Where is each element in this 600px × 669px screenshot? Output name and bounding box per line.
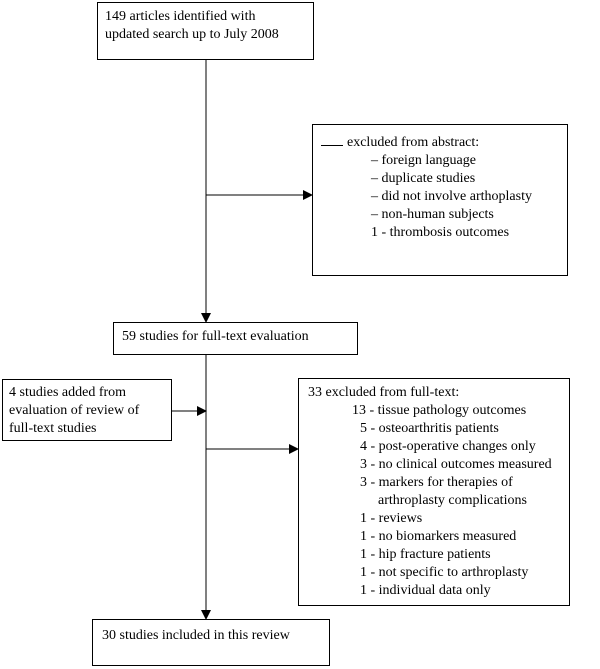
excluded-fulltext-item: 1 - reviews bbox=[360, 511, 423, 526]
excluded-fulltext-item: 1 - no biomarkers measured bbox=[360, 529, 517, 544]
excluded-fulltext-item: 1 - hip fracture patients bbox=[360, 547, 491, 562]
excluded-abstract-item: – non-human subjects bbox=[371, 207, 494, 222]
excluded-abstract-item: – did not involve arthoplasty bbox=[371, 189, 532, 204]
excluded-fulltext-item: 1 - not specific to arthroplasty bbox=[360, 565, 529, 580]
box-excluded-fulltext: 33 excluded from full-text: 13 - tissue … bbox=[298, 378, 570, 606]
added-line-1: 4 studies added from bbox=[9, 385, 127, 400]
box-studies-added: 4 studies added from evaluation of revie… bbox=[2, 379, 172, 441]
excluded-fulltext-item: 3 - markers for therapies of bbox=[360, 475, 513, 490]
excluded-abstract-title: excluded from abstract: bbox=[347, 135, 480, 150]
box-excluded-abstract: excluded from abstract: – foreign langua… bbox=[312, 124, 568, 276]
excluded-abstract-item: – duplicate studies bbox=[371, 171, 476, 186]
added-line-3: full-text studies bbox=[9, 421, 97, 436]
box-fulltext-evaluation: 59 studies for full-text evaluation bbox=[113, 322, 358, 355]
excluded-abstract-item: – foreign language bbox=[371, 153, 476, 168]
included-label: 30 studies included in this review bbox=[102, 628, 290, 643]
excluded-fulltext-item: arthroplasty complications bbox=[378, 493, 527, 508]
excluded-fulltext-item: 4 - post-operative changes only bbox=[360, 439, 536, 454]
added-line-2: evaluation of review of bbox=[9, 403, 140, 418]
excluded-abstract-item: 1 - thrombosis outcomes bbox=[371, 225, 510, 240]
box-identified: 149 articles identified with updated sea… bbox=[97, 2, 314, 60]
excluded-fulltext-item: 13 - tissue pathology outcomes bbox=[352, 403, 527, 418]
box-included: 30 studies included in this review bbox=[92, 619, 330, 666]
fulltext-evaluation-label: 59 studies for full-text evaluation bbox=[122, 329, 309, 344]
excluded-fulltext-item: 5 - osteoarthritis patients bbox=[360, 421, 499, 436]
excluded-fulltext-item: 3 - no clinical outcomes measured bbox=[360, 457, 552, 472]
blank-count-line bbox=[321, 133, 343, 146]
excluded-fulltext-title: 33 excluded from full-text: bbox=[308, 385, 460, 400]
excluded-fulltext-item: 1 - individual data only bbox=[360, 583, 491, 598]
identified-line-2: updated search up to July 2008 bbox=[105, 27, 279, 42]
identified-line-1: 149 articles identified with bbox=[105, 9, 256, 24]
